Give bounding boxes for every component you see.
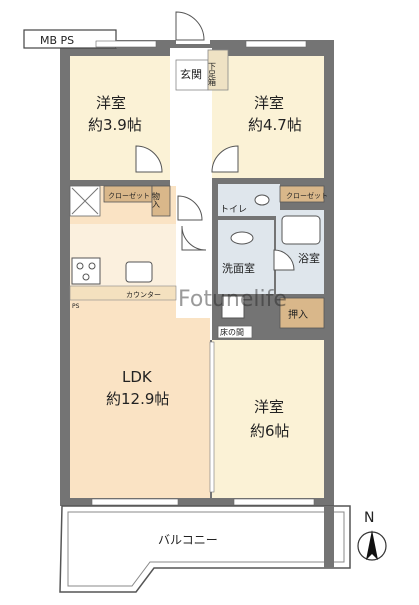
- ldk-name: LDK: [122, 368, 153, 386]
- bath-label: 浴室: [298, 251, 320, 265]
- toilet-icon: [254, 194, 270, 206]
- storage-x-icon: [71, 187, 99, 215]
- genkan-label: 玄関: [180, 67, 202, 81]
- closet-ne-label: クローゼット: [286, 191, 328, 200]
- washbasin-icon: [230, 231, 254, 245]
- window-ldk: [91, 498, 179, 506]
- getabako-label: 下足箱: [208, 62, 217, 87]
- room-nw-name: 洋室: [96, 94, 126, 112]
- window-ne: [245, 40, 307, 48]
- burner-icon: [76, 262, 84, 270]
- mb-ps-label: MB PS: [40, 34, 74, 47]
- toilet-label: トイレ: [220, 205, 247, 215]
- balcony-wall: [324, 506, 334, 568]
- counter: [69, 285, 177, 301]
- door-toilet-icon: [177, 195, 203, 221]
- toilet-room: [218, 184, 280, 216]
- burner-icon: [82, 273, 90, 281]
- ps-label: PS: [72, 303, 80, 310]
- balcony-label: バルコニー: [158, 533, 218, 547]
- north-label: N: [364, 510, 374, 526]
- counter-label: カウンター: [126, 290, 161, 299]
- tokonoma-label: 床の間: [220, 327, 244, 337]
- window-se: [233, 498, 315, 506]
- kitchen-sink-icon: [125, 261, 153, 283]
- closet-ne: [279, 185, 325, 203]
- door-ne-icon: [211, 145, 239, 173]
- corridor: [170, 48, 212, 340]
- north-arrow-icon: [366, 530, 378, 560]
- room-se: [212, 340, 324, 498]
- tokonoma-box: [217, 325, 253, 339]
- oshiire-label: 押入: [288, 308, 308, 321]
- washer-icon: [221, 295, 245, 319]
- door-bath-icon: [273, 249, 295, 271]
- balcony-inner-line: [67, 511, 345, 587]
- closet-nw-label: クローゼット: [108, 191, 150, 200]
- mb-ps-box: [23, 29, 117, 49]
- monoire-label: 物入: [152, 191, 161, 208]
- watermark: Fotunelife: [178, 287, 287, 312]
- senmen-label: 洗面室: [222, 261, 255, 275]
- getabako-box: [207, 49, 229, 91]
- door-ldk-icon: [181, 225, 207, 251]
- bathtub-icon: [281, 215, 321, 245]
- room-ne-name: 洋室: [254, 94, 284, 112]
- sliding-door: [209, 341, 215, 493]
- balcony-area: [59, 505, 351, 593]
- door-nw-icon: [135, 145, 163, 173]
- room-nw-size: 約3.9帖: [88, 116, 142, 134]
- front-door-icon: [175, 11, 205, 41]
- oshiire-box: [279, 297, 325, 329]
- burner-icon: [88, 262, 96, 270]
- room-se-size: 約6帖: [250, 422, 290, 440]
- ldk-size: 約12.9帖: [106, 390, 169, 408]
- washroom: [218, 220, 274, 294]
- monoire-box: [151, 185, 171, 217]
- genkan-area: [175, 59, 209, 91]
- window-nw: [95, 40, 157, 48]
- room-ne-size: 約4.7帖: [248, 116, 302, 134]
- room-se-name: 洋室: [254, 398, 284, 416]
